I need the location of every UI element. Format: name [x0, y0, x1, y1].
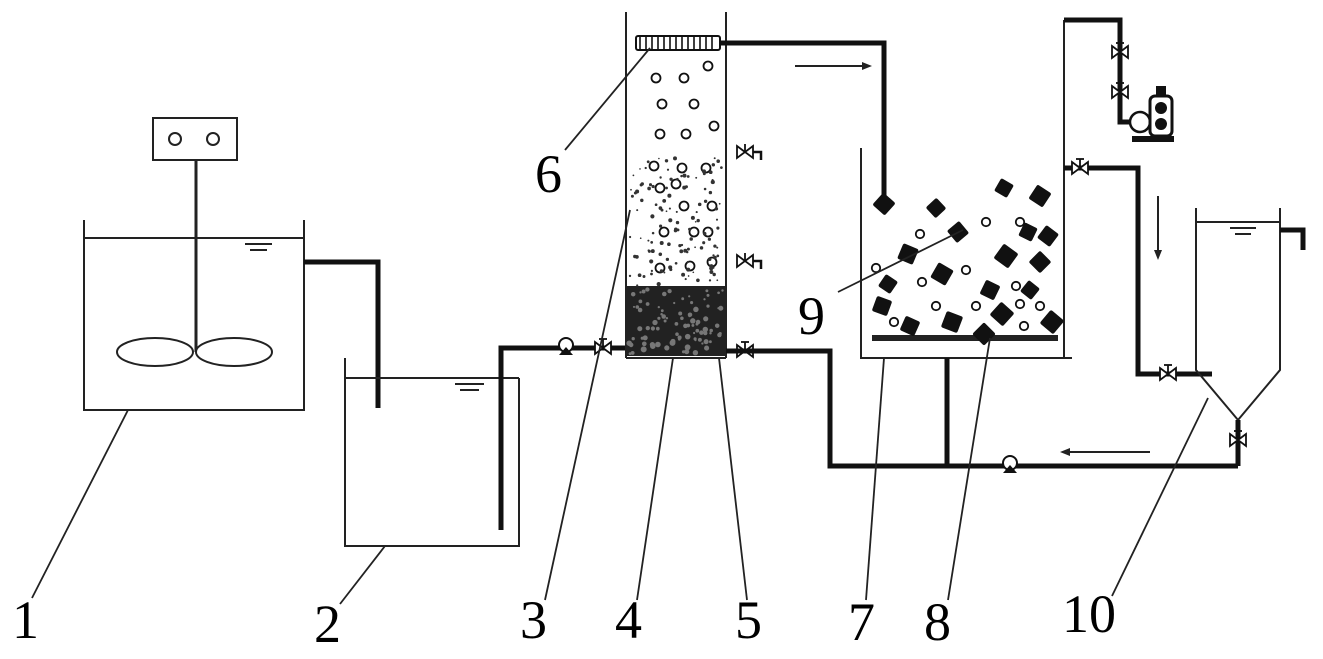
settling-tank-10 — [1195, 208, 1306, 422]
gas-bubbles — [648, 60, 720, 274]
callout-7: 7 — [848, 592, 875, 652]
callout-1: 1 — [12, 590, 39, 650]
sampling-tap-middle-icon — [735, 251, 763, 271]
callout-4: 4 — [615, 590, 642, 650]
return-pump-icon — [1002, 455, 1018, 474]
packed-bed-texture — [626, 287, 724, 356]
packed-bed-layer — [627, 286, 725, 356]
callout-9: 9 — [798, 286, 825, 346]
biofilm-carriers — [870, 178, 1064, 346]
feed-pump-icon — [558, 337, 574, 356]
sampling-tap-upper-icon — [735, 142, 763, 162]
callout-2: 2 — [314, 594, 341, 654]
callout-labels: 1 2 3 4 5 6 7 8 9 10 — [12, 144, 1116, 654]
feed-valve-icon — [594, 338, 612, 355]
top-distributor — [635, 35, 721, 51]
storage-tank-2 — [344, 358, 520, 547]
leader-lines — [31, 47, 1209, 605]
impeller-blade-left — [116, 337, 194, 367]
callout-8: 8 — [924, 592, 951, 652]
suspended-particles — [628, 156, 723, 287]
settler-inlet-valve-icon — [1159, 364, 1177, 381]
reaction-tank-7 — [860, 20, 1072, 466]
air-blower-icon — [1117, 86, 1174, 142]
stirrer-motor-box — [152, 117, 238, 161]
callout-6: 6 — [535, 144, 562, 204]
tank-outlet-valve-icon — [1071, 158, 1089, 175]
mixing-tank-1 — [83, 117, 305, 411]
callout-3: 3 — [520, 590, 547, 650]
callout-10: 10 — [1062, 584, 1116, 644]
impeller-blade-right — [195, 337, 273, 367]
reactor-column — [625, 12, 763, 359]
callout-5: 5 — [735, 590, 762, 650]
